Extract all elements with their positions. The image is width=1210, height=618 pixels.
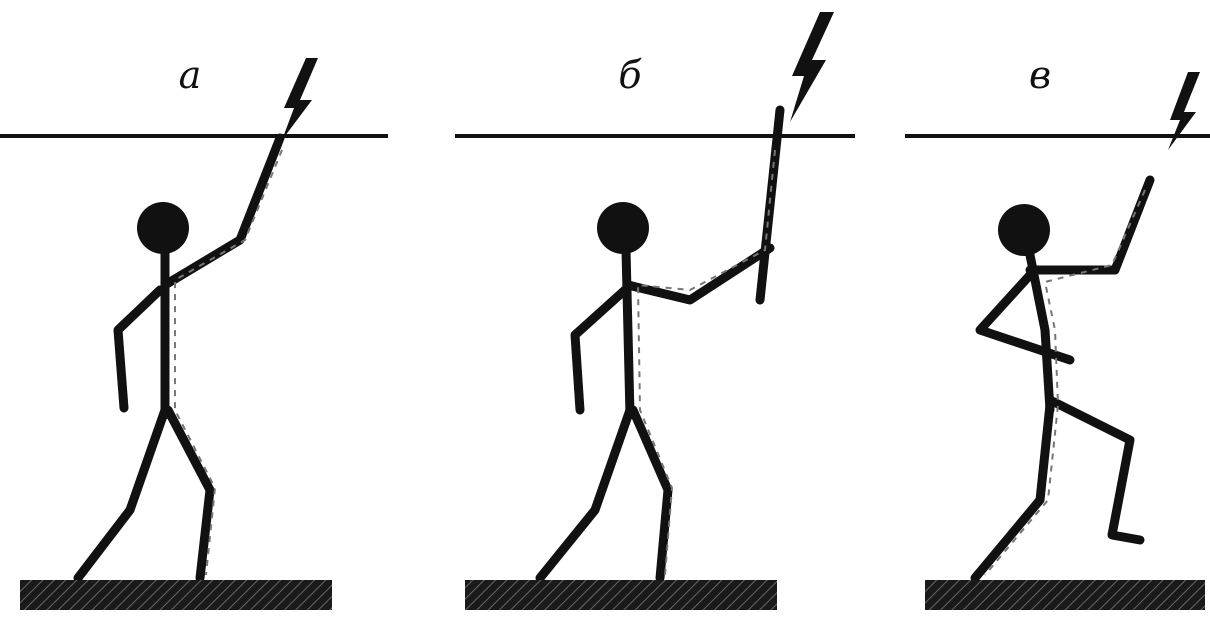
current-path (175, 150, 282, 575)
panel-label-a: а (179, 53, 202, 97)
left-leg (78, 410, 165, 578)
panel-a: а (0, 53, 388, 610)
panel-label-v: в (1029, 53, 1051, 97)
lower-arm (118, 290, 160, 408)
head (998, 204, 1050, 256)
head (597, 202, 649, 254)
left-leg (975, 405, 1050, 578)
stick-figure-v (975, 180, 1150, 578)
lightning-bolt-icon (282, 58, 318, 140)
raised-arm (628, 248, 770, 300)
ground-b (465, 580, 777, 610)
right-leg (633, 410, 668, 578)
ground-a (20, 580, 332, 610)
left-leg (540, 410, 630, 578)
torso (626, 250, 630, 415)
lightning-bolt-icon (790, 12, 834, 122)
panel-v: в (905, 53, 1210, 610)
lower-arm (575, 290, 625, 410)
current-path (638, 150, 775, 575)
stick-figure-a (78, 138, 282, 578)
panel-label-b: б (618, 53, 642, 97)
handheld-rod (760, 110, 780, 300)
stick-figure-b (540, 110, 780, 578)
panel-b: б (455, 12, 855, 610)
right-leg (1050, 400, 1140, 540)
lightning-bolt-icon (1168, 72, 1200, 150)
ground-v (925, 580, 1205, 610)
